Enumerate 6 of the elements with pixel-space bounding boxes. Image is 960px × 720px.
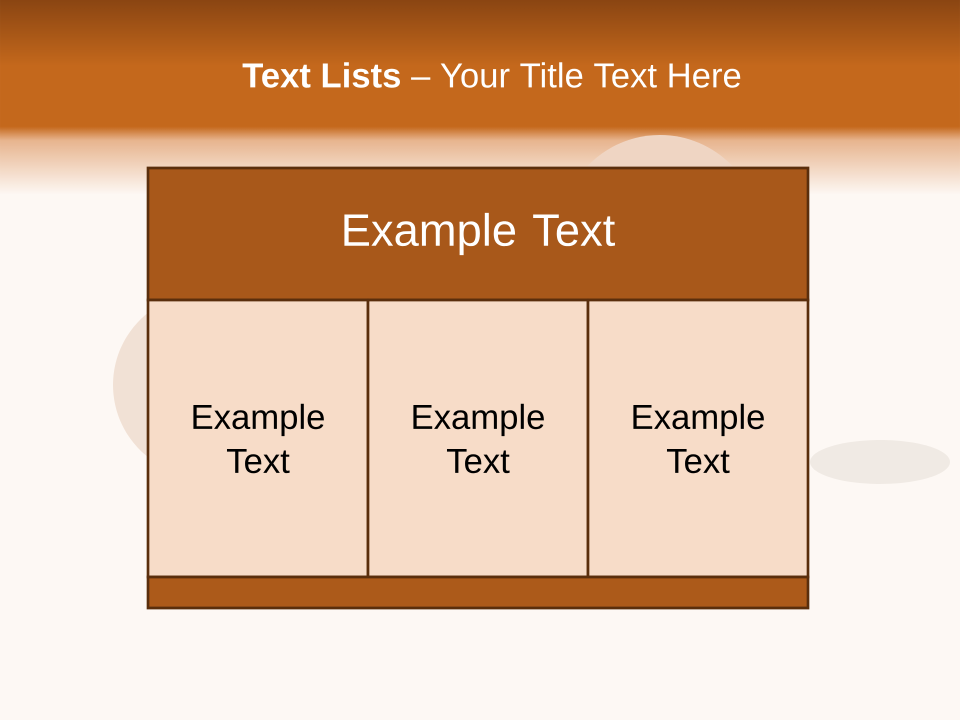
- slide-title: Text Lists – Your Title Text Here: [242, 62, 740, 88]
- text-box: Example Text: [366, 298, 590, 578]
- text-box: Example Text: [146, 298, 370, 578]
- footer-bar: [146, 576, 810, 610]
- text-box: Example Text: [586, 298, 810, 578]
- header-box: Example Text: [146, 166, 810, 302]
